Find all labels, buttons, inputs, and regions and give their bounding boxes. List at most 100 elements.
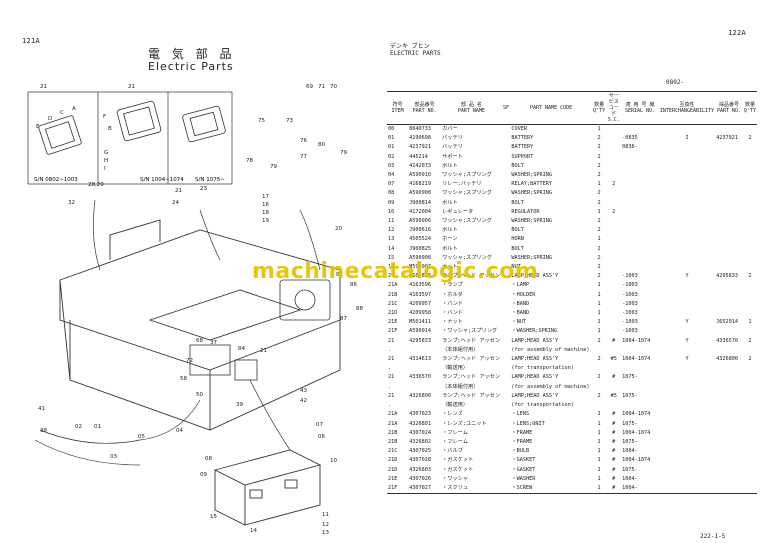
callout: 79 bbox=[340, 150, 347, 156]
cell-qty: 2 bbox=[597, 337, 601, 344]
cell-sc bbox=[606, 281, 621, 290]
lamp-lens-3 bbox=[189, 111, 219, 137]
cell-no: 00 bbox=[388, 126, 395, 132]
cell-sc: # bbox=[612, 420, 616, 427]
cell-pn: 4307023 bbox=[409, 411, 432, 418]
cell-serial: -0835 bbox=[622, 135, 638, 142]
cell-serial: 1004-1074 bbox=[622, 457, 651, 464]
callout: 20 bbox=[335, 226, 342, 232]
cell-rq bbox=[743, 162, 757, 171]
cell-rq bbox=[743, 263, 757, 272]
cell-rq bbox=[743, 327, 757, 336]
cell-r bbox=[659, 281, 715, 290]
callout: G bbox=[104, 150, 108, 156]
cell-rpn bbox=[715, 291, 743, 300]
callout: E bbox=[36, 124, 40, 130]
cell-serial bbox=[621, 263, 659, 272]
cell-jn: ・ガスケット bbox=[442, 466, 474, 473]
table-row: .（輸送用）(for transportation) bbox=[387, 401, 757, 410]
cell-rq bbox=[743, 364, 757, 373]
cell-serial bbox=[621, 125, 659, 135]
cell-rpn bbox=[715, 429, 743, 438]
callout: 02 bbox=[75, 424, 82, 430]
cell-pn: 4142073 bbox=[409, 162, 432, 169]
cell-name: (for assembly of machine) bbox=[511, 346, 590, 353]
cell-rpn bbox=[715, 189, 743, 198]
cell-qty: 1 bbox=[597, 429, 601, 436]
cell-r bbox=[659, 346, 715, 355]
cell-rpn bbox=[715, 327, 743, 336]
callout: F bbox=[103, 114, 106, 120]
cell-no: 21F bbox=[388, 328, 398, 335]
cell-no: 21C bbox=[388, 448, 398, 455]
cell-sc bbox=[606, 199, 621, 208]
cell-rpn bbox=[715, 401, 743, 410]
inset-note-1: S/N 0802∼1003 bbox=[34, 177, 78, 183]
callout: 88 bbox=[356, 306, 363, 312]
cell-serial bbox=[621, 208, 659, 217]
cell-r bbox=[658, 483, 716, 495]
cell-sc: 2 bbox=[612, 208, 616, 215]
cell-jn: （本体組付用） bbox=[442, 383, 479, 390]
cell-sc: # bbox=[612, 448, 616, 455]
cell-rq bbox=[743, 153, 757, 162]
cell-jn: ・ワッシャ bbox=[442, 475, 469, 482]
callout: 77 bbox=[300, 154, 307, 160]
cell-pn bbox=[408, 401, 441, 410]
cell-name: LAMP;HEAD ASS'Y bbox=[511, 356, 559, 363]
cell-rpn bbox=[715, 125, 743, 135]
callout: 73 bbox=[286, 118, 293, 124]
cell-rpn bbox=[715, 383, 743, 392]
left-page-number: 121A bbox=[22, 37, 41, 45]
cell-rpn bbox=[715, 162, 743, 171]
cell-r bbox=[659, 410, 715, 419]
cell-serial bbox=[621, 162, 659, 171]
cell-no: . bbox=[388, 365, 392, 372]
cell-r bbox=[659, 125, 715, 135]
cell-sf bbox=[502, 420, 511, 429]
wiring-harness bbox=[34, 199, 321, 466]
table-row: .（本体組付用）(for assembly of machine) bbox=[387, 346, 757, 355]
cell-qty: 1 bbox=[597, 411, 601, 418]
cell-serial: 1004-1074 bbox=[622, 356, 651, 363]
cell-pn: J900616 bbox=[409, 227, 432, 234]
cell-serial: -1003 bbox=[622, 291, 638, 298]
cell-name: ・LENS bbox=[511, 411, 530, 418]
cell-pn: A590908 bbox=[409, 254, 432, 261]
cell-no: 09 bbox=[388, 199, 395, 206]
cell-serial: -1003 bbox=[622, 328, 638, 335]
cell-rpn: 4295833 bbox=[716, 273, 738, 280]
cell-name: COVER bbox=[511, 126, 528, 132]
callout: 14 bbox=[250, 528, 257, 534]
cell-jn: ワッシャ;スプリング bbox=[442, 218, 492, 225]
cell-rq bbox=[743, 300, 757, 309]
cell-rq bbox=[743, 309, 757, 318]
cell-rq bbox=[743, 383, 757, 392]
cell-r bbox=[659, 180, 715, 189]
cell-jn: バッテリ bbox=[442, 135, 463, 142]
callout: 78 bbox=[246, 158, 253, 164]
cell-rq bbox=[743, 392, 757, 401]
callout: 24 bbox=[172, 200, 179, 206]
callout: 07 bbox=[316, 422, 323, 428]
cell-jn: ボルト bbox=[442, 227, 458, 234]
cell-name: RELAY;BATTERY bbox=[511, 181, 552, 188]
callout: 71 bbox=[318, 84, 325, 90]
cell-name: ・WASHER bbox=[511, 475, 536, 482]
cell-qty: 1 bbox=[597, 466, 601, 473]
callout: 84 bbox=[238, 346, 245, 352]
lamp-body-3 bbox=[182, 105, 226, 143]
electric-parts-diagram: 21 21 69 71 70 E D C A F B G H I 75 73 7… bbox=[27, 84, 363, 536]
cell-r: Y bbox=[685, 319, 689, 326]
cell-rpn bbox=[715, 235, 743, 244]
